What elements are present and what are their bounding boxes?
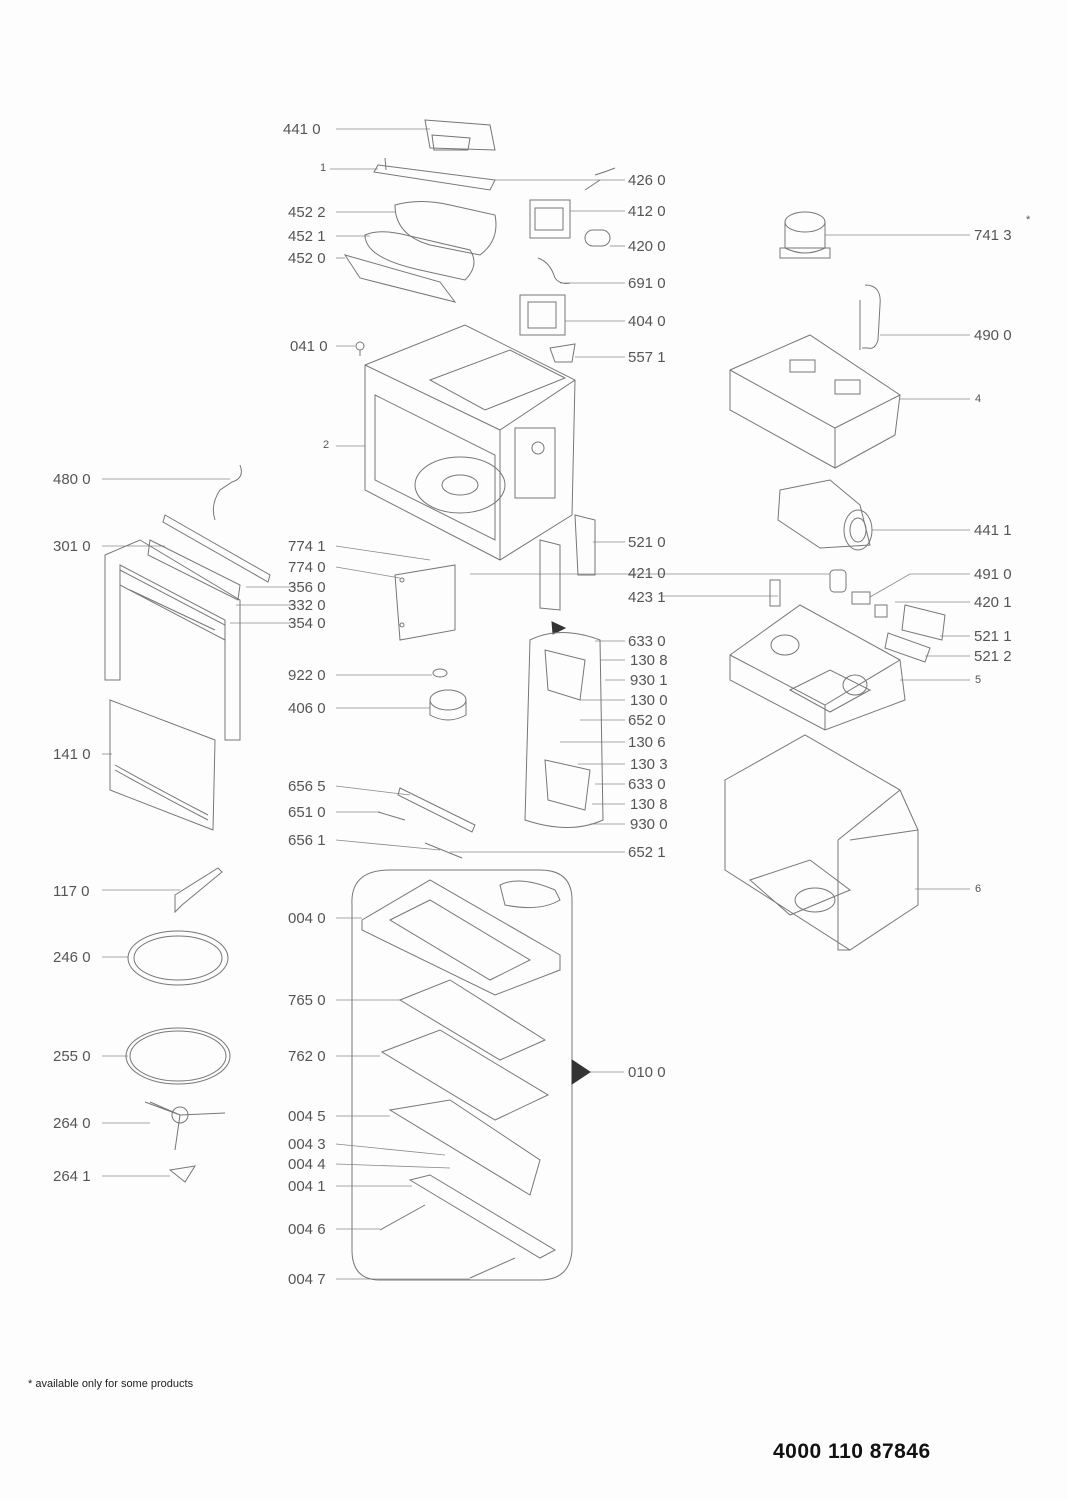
label-774-0: 774 0: [288, 559, 326, 576]
label-004-4: 004 4: [288, 1156, 326, 1173]
label-130-0: 130 0: [630, 692, 668, 709]
label-656-1: 656 1: [288, 832, 326, 849]
label-004-6: 004 6: [288, 1221, 326, 1238]
label-491-0: 491 0: [974, 566, 1012, 583]
label-5: 5: [975, 674, 982, 686]
label-004-0: 004 0: [288, 910, 326, 927]
top-right-group: [729, 211, 901, 469]
label-633-0-b: 633 0: [628, 776, 666, 793]
label-4: 4: [975, 393, 982, 405]
label-255-0: 255 0: [53, 1048, 91, 1065]
outer-case: [724, 734, 919, 951]
label-652-1: 652 1: [628, 844, 666, 861]
label-130-6: 130 6: [628, 734, 666, 751]
label-117-0: 117 0: [53, 883, 90, 900]
label-141-0: 141 0: [53, 746, 91, 763]
label-633-0-a: 633 0: [628, 633, 666, 650]
label-490-0: 490 0: [974, 327, 1012, 344]
label-130-8-b: 130 8: [630, 796, 668, 813]
label-420-1: 420 1: [974, 594, 1012, 611]
label-264-0: 264 0: [53, 1115, 91, 1132]
label-004-3: 004 3: [288, 1136, 326, 1153]
label-421-0: 421 0: [628, 565, 666, 582]
label-741-3: 741 3: [974, 227, 1012, 244]
oven-cavity: [355, 324, 576, 561]
label-404-0: 404 0: [628, 313, 666, 330]
label-426-0: 426 0: [628, 172, 666, 189]
label-557-1: 557 1: [628, 349, 666, 366]
label-004-5: 004 5: [288, 1108, 326, 1125]
label-354-0: 354 0: [288, 615, 326, 632]
label-1: 1: [320, 162, 327, 174]
door-panel: [109, 699, 216, 831]
top-covers-group: [343, 119, 497, 303]
label-406-0: 406 0: [288, 700, 326, 717]
label-521-1: 521 1: [974, 628, 1012, 645]
label-765-0: 765 0: [288, 992, 326, 1009]
label-004-1: 004 1: [288, 1178, 326, 1195]
label-922-0: 922 0: [288, 667, 326, 684]
label-6: 6: [975, 883, 982, 895]
label-656-5: 656 5: [288, 778, 326, 795]
label-741-3-asterisk: *: [1026, 214, 1031, 226]
label-521-0: 521 0: [628, 534, 666, 551]
turntable-parts: [125, 867, 231, 1183]
label-691-0: 691 0: [628, 275, 666, 292]
footnote: * available only for some products: [28, 1378, 194, 1390]
label-264-1: 264 1: [53, 1168, 91, 1185]
label-010-0: 010 0: [628, 1064, 666, 1081]
label-452-0: 452 0: [288, 250, 326, 267]
label-930-1: 930 1: [630, 672, 668, 689]
label-762-0: 762 0: [288, 1048, 326, 1065]
small-parts-center: [377, 564, 476, 859]
label-2: 2: [323, 439, 330, 451]
label-041-0: 041 0: [290, 338, 328, 355]
document-number: 4000 110 87846: [773, 1440, 931, 1463]
label-774-1: 774 1: [288, 538, 326, 555]
label-130-8-a: 130 8: [630, 652, 668, 669]
label-130-3: 130 3: [630, 756, 668, 773]
label-452-1: 452 1: [288, 228, 326, 245]
switch-assembly: [524, 514, 604, 828]
label-441-1: 441 1: [974, 522, 1012, 539]
label-246-0: 246 0: [53, 949, 91, 966]
label-356-0: 356 0: [288, 579, 326, 596]
base-frame: [729, 604, 906, 731]
label-332-0: 332 0: [288, 597, 326, 614]
label-301-0: 301 0: [53, 538, 91, 555]
label-452-2: 452 2: [288, 204, 326, 221]
filter-group: [351, 869, 591, 1281]
label-412-0: 412 0: [628, 203, 666, 220]
label-423-1: 423 1: [628, 589, 666, 606]
label-652-0: 652 0: [628, 712, 666, 729]
label-004-7: 004 7: [288, 1271, 326, 1288]
label-930-0: 930 0: [630, 816, 668, 833]
label-420-0: 420 0: [628, 238, 666, 255]
leader-lines: [102, 128, 970, 1280]
label-480-0: 480 0: [53, 471, 91, 488]
label-441-0: 441 0: [283, 121, 321, 138]
label-521-2: 521 2: [974, 648, 1012, 665]
blower-motor-group: [769, 479, 946, 663]
label-651-0: 651 0: [288, 804, 326, 821]
electrical-components-group: [519, 167, 616, 363]
control-panel-group: [104, 464, 271, 741]
